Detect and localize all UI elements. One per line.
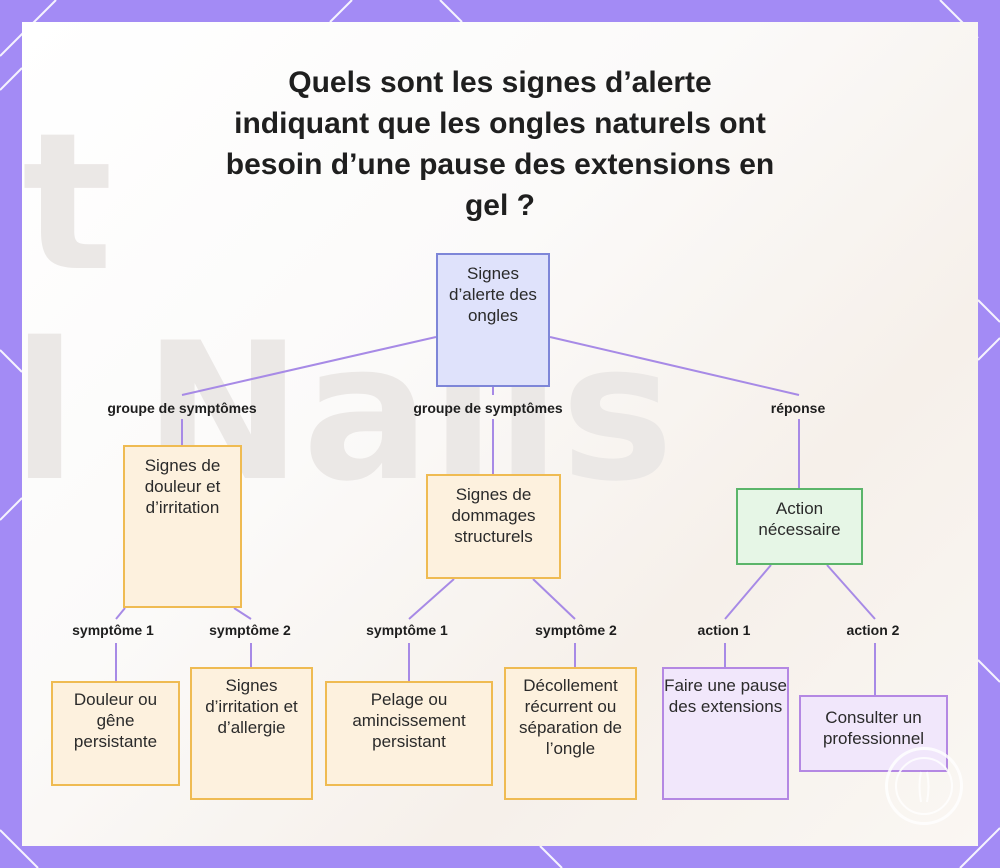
damage-group-node: Signes de dommages structurels <box>426 474 561 579</box>
edge-label-symptom-group: groupe de symptômes <box>413 400 563 416</box>
edge-label-action-1: action 1 <box>697 622 751 638</box>
root-node: Signes d’alerte des ongles <box>436 253 550 387</box>
diagram-card: t l Nails Quels sont les signes d’alerte… <box>22 22 978 846</box>
background-watermark: t <box>22 92 113 313</box>
diagram-title: Quels sont les signes d’alerte indiquant… <box>225 66 775 222</box>
edge-label-symptom-1: symptôme 1 <box>72 622 154 638</box>
symptom-node-irritation: Signes d’irritation et d’allergie <box>190 667 313 800</box>
action-node-pause: Faire une pause des extensions <box>662 667 789 800</box>
symptom-node-pain: Douleur ou gêne persistante <box>51 681 180 786</box>
edge-label-symptom-2: symptôme 2 <box>535 622 617 638</box>
action-node: Action nécessaire <box>736 488 863 565</box>
connector-lines <box>115 336 876 695</box>
symptom-node-lifting: Décollement récurrent ou séparation de l… <box>504 667 637 800</box>
edge-label-response: réponse <box>770 400 826 416</box>
brand-logo-icon <box>885 747 963 825</box>
edge-label-symptom-2: symptôme 2 <box>209 622 291 638</box>
symptom-node-peeling: Pelage ou amincissement persistant <box>325 681 493 786</box>
edge-label-symptom-group: groupe de symptômes <box>107 400 257 416</box>
edge-label-symptom-1: symptôme 1 <box>366 622 448 638</box>
pain-group-node: Signes de douleur et d’irritation <box>123 445 242 608</box>
edge-label-action-2: action 2 <box>846 622 900 638</box>
